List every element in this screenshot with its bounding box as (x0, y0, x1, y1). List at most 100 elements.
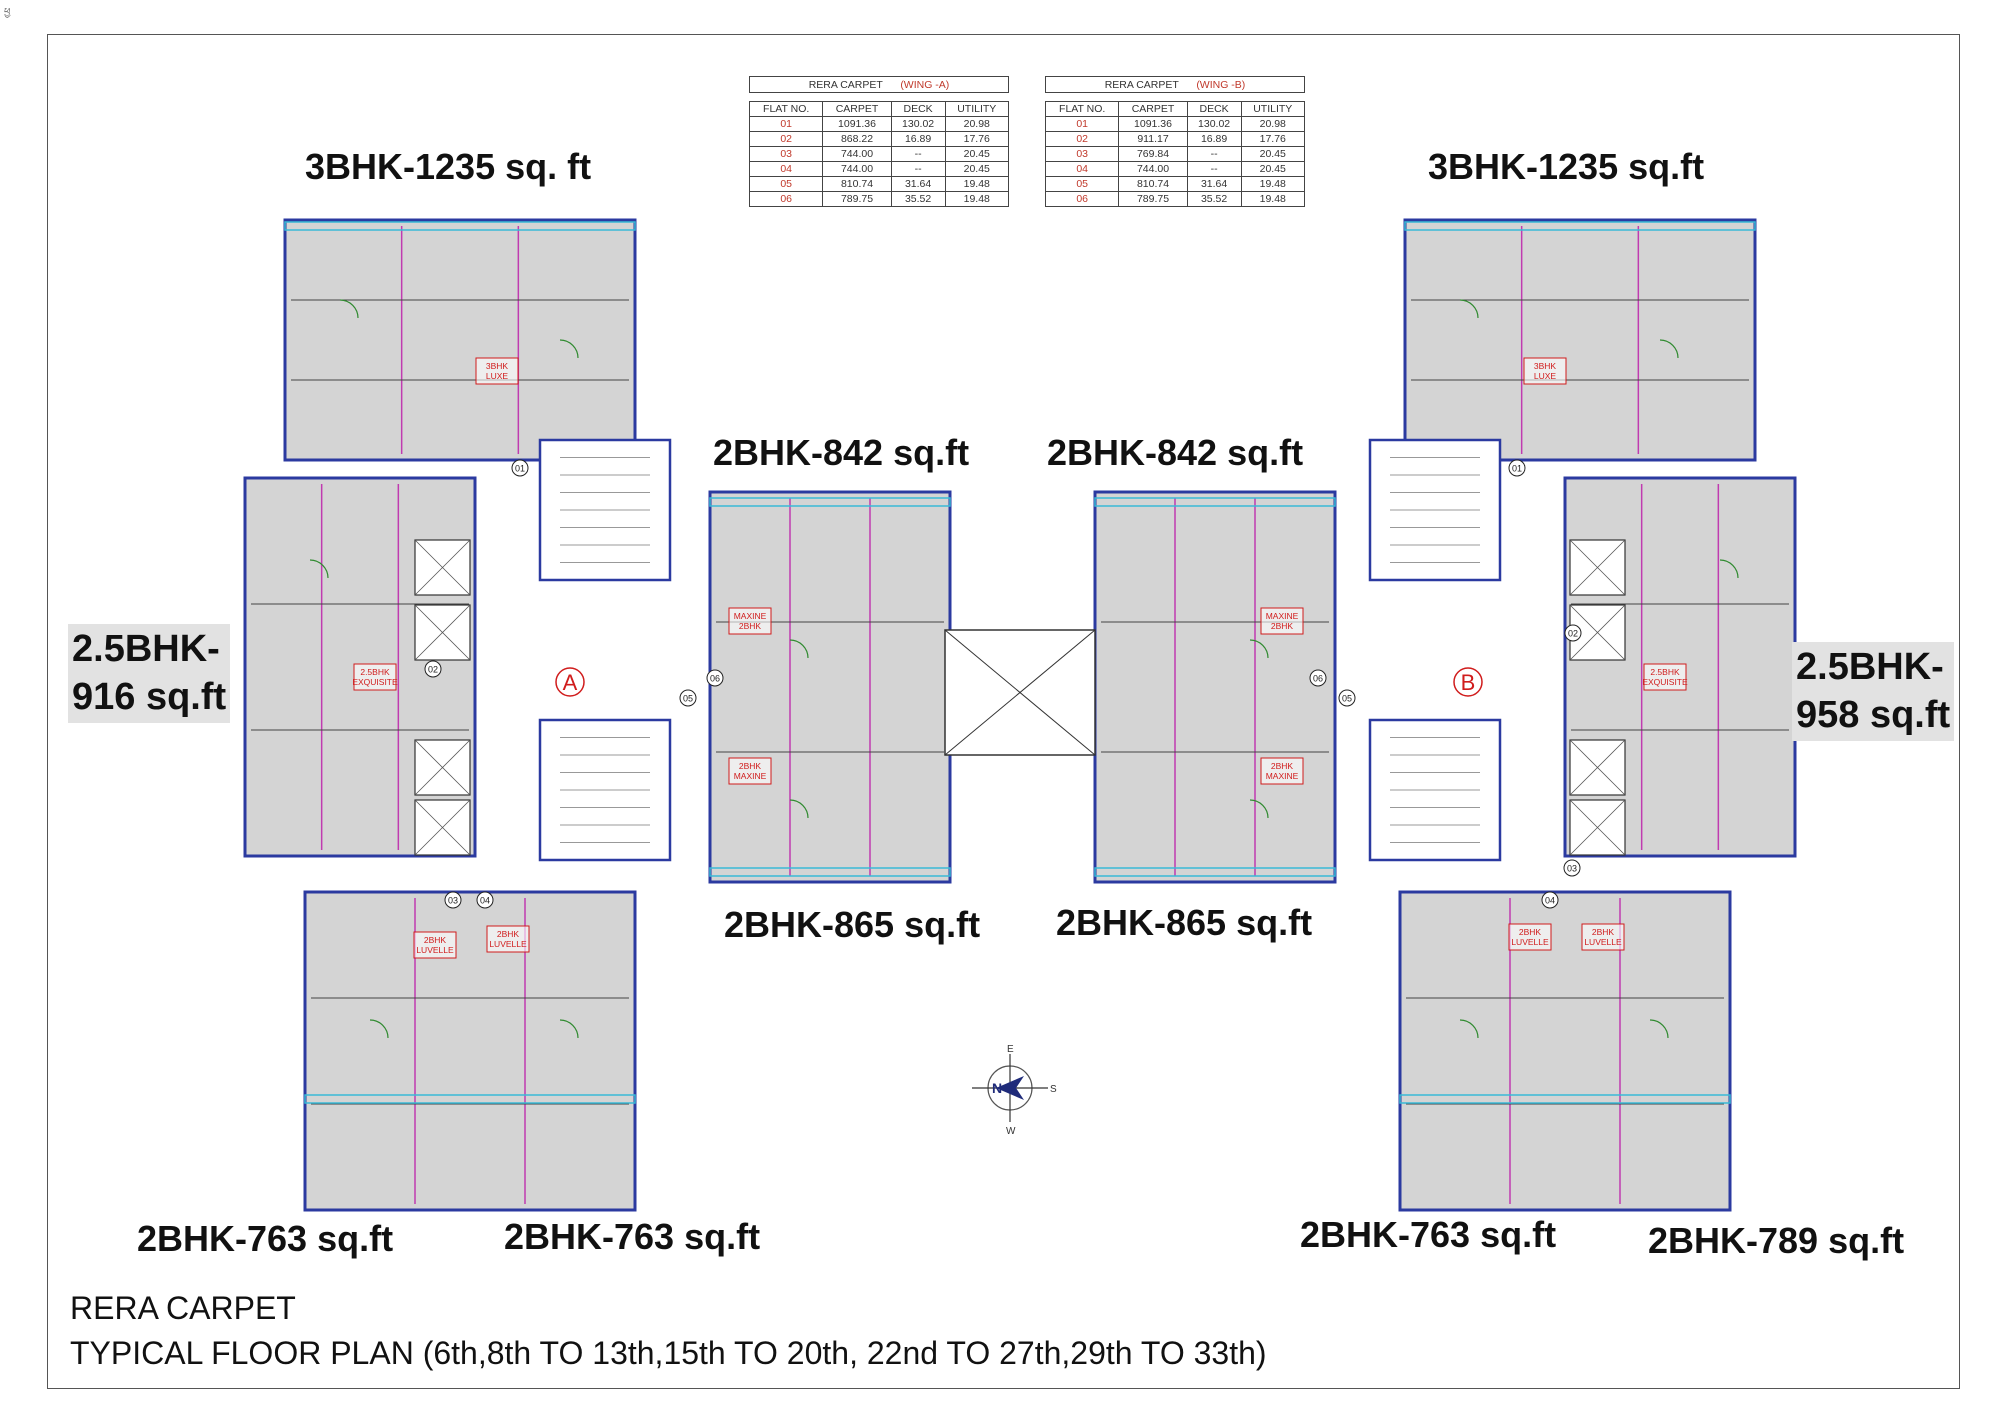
unit-tag-text: 2.5BHK (360, 667, 390, 677)
unit-tag-text: 2.5BHK (1650, 667, 1680, 677)
wing-b-letter: B (1461, 670, 1476, 695)
table-cell: 1091.36 (1118, 116, 1188, 132)
unit-tag-box (1643, 663, 1687, 691)
lift-cross (414, 539, 471, 596)
balcony-strip (1094, 497, 1336, 507)
table-cell: 789.75 (822, 191, 892, 207)
balcony-strip (1404, 221, 1756, 231)
flat-number-text: 04 (1545, 896, 1555, 906)
unit-tag-text: MAXINE (734, 771, 767, 781)
table-cell: 20.45 (1240, 146, 1306, 162)
compass-e: E (1007, 1044, 1014, 1055)
door-swing (1249, 799, 1269, 819)
room-fills (245, 220, 1795, 1210)
flat-number-circle (1508, 459, 1526, 477)
label-2bhk-789-bottom-right: 2BHK-789 sq.ft (1648, 1220, 1905, 1261)
unit-tag-box (728, 757, 772, 785)
unit-tag-text: 2BHK (1592, 927, 1615, 937)
unit-tag-box (413, 931, 457, 959)
wing-b-circle (1453, 667, 1483, 697)
table-cell: 17.76 (944, 131, 1010, 147)
table-cell: 1091.36 (822, 116, 892, 132)
unit-tag-box (475, 357, 519, 385)
label-2bhk-842-left: 2BHK-842 sq.ft (713, 432, 970, 473)
footer-line-2: TYPICAL FLOOR PLAN (6th,8th TO 13th,15th… (70, 1335, 1267, 1371)
lift-cross (1569, 539, 1626, 596)
unit-tag-box (728, 607, 772, 635)
flat-number-text: 01 (1512, 464, 1522, 474)
plan-details (251, 221, 1789, 1204)
door-swing (1659, 339, 1679, 359)
table-cell: 130.02 (890, 116, 946, 132)
unit-tag-box (1260, 607, 1304, 635)
door-swing (1719, 559, 1739, 579)
label-2bhk-842-right: 2BHK-842 sq.ft (1047, 432, 1304, 473)
table-header-row: FLAT NO. CARPET DECK UTILITY (1044, 101, 1306, 117)
unit-tag-text: 2BHK (1271, 761, 1294, 771)
unit-tag-text: 3BHK (1534, 361, 1557, 371)
compass-w: W (1006, 1126, 1016, 1137)
label-2bhk-763-bottom-left-b: 2BHK-763 sq.ft (504, 1216, 761, 1257)
room-block (1405, 220, 1755, 460)
door-swing (559, 339, 579, 359)
column-header: FLAT NO. (748, 101, 824, 117)
lift-cross (1569, 604, 1626, 661)
unit-tag-text: LUXE (486, 371, 509, 381)
column-header: CARPET (1118, 101, 1188, 117)
flat-number-text: 02 (1568, 629, 1578, 639)
table-cell: 06 (748, 191, 824, 207)
flat-number-text: 02 (428, 665, 438, 675)
table-cell: 20.45 (944, 161, 1010, 177)
table-cell: 19.48 (1240, 191, 1306, 207)
table-cell: 744.00 (822, 161, 892, 177)
unit-tag-box (1508, 923, 1552, 951)
room-block (710, 492, 950, 882)
unit-tag-text: LUVELLE (1584, 937, 1622, 947)
table-cell: 35.52 (1186, 191, 1242, 207)
door-swing (309, 559, 329, 579)
compass-arrow (996, 1076, 1024, 1100)
column-header: UTILITY (1240, 101, 1306, 117)
lift-cross (414, 799, 471, 856)
door-swing (789, 639, 809, 659)
table-cell: 789.75 (1118, 191, 1188, 207)
unit-tag-text: 2BHK (1519, 927, 1542, 937)
lift-cross (1569, 799, 1626, 856)
label-2bhk-763-bottom-right: 2BHK-763 sq.ft (1300, 1214, 1557, 1255)
table-cell: 911.17 (1118, 131, 1188, 147)
room-block (285, 220, 635, 460)
flat-number-text: 03 (1567, 864, 1577, 874)
room-block (305, 892, 635, 1210)
flat-number-circle (1309, 669, 1327, 687)
unit-tag-text: MAXINE (1266, 771, 1299, 781)
unit-tag-text: LUVELLE (1511, 937, 1549, 947)
label-25bhk-left: 2.5BHK- 916 sq.ft (68, 624, 231, 723)
table-cell: 19.48 (944, 191, 1010, 207)
compass-s: S (1050, 1084, 1057, 1095)
column-header: DECK (1186, 101, 1242, 117)
corner-mark: ཕྱ (4, 7, 11, 18)
flat-number-text: 01 (515, 464, 525, 474)
balcony-strip (1399, 1094, 1731, 1104)
table-wing: (WING -A) (900, 78, 950, 91)
compass-n: N (992, 1080, 1002, 1096)
wing-a-letter: A (563, 670, 578, 695)
block-outline (303, 890, 637, 1212)
door-swing (1249, 639, 1269, 659)
wing-a-marker: A (555, 667, 585, 697)
flat-number-text: 05 (1342, 694, 1352, 704)
unit-tag-text: LUXE (1534, 371, 1557, 381)
block-outline (243, 476, 477, 858)
flat-number-circle (1338, 689, 1356, 707)
table-title: RERA CARPET (1104, 78, 1179, 91)
unit-tag-text: EXQUISITE (352, 677, 398, 687)
wing-b-marker: B (1453, 667, 1483, 697)
rera-table-wing-b: RERA CARPET (WING -B) FLAT NO. CARPET DE… (1044, 76, 1306, 207)
unit-tag-text: 2BHK (497, 929, 520, 939)
label-2bhk-865-left: 2BHK-865 sq.ft (724, 904, 981, 945)
door-swing (1459, 299, 1479, 319)
